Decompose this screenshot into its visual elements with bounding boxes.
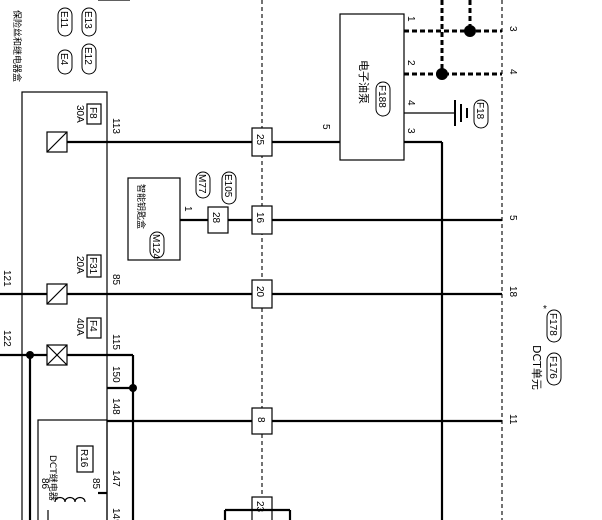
dct-relay-pin-86: 86 xyxy=(39,478,50,490)
fuse-f4-id: F4 xyxy=(87,320,98,332)
dct-unit-connector-f178: F178 xyxy=(547,313,558,336)
smart-key-pin: 1 xyxy=(182,206,193,212)
smart-key-connector-m77: M77 xyxy=(196,174,207,194)
dct-relay-box xyxy=(37,419,108,520)
fuse-f31-id: F31 xyxy=(87,257,98,275)
wire-150-label: 150 xyxy=(110,366,121,383)
fuse-box-connector-e4-pill xyxy=(57,49,73,75)
fuse-box-connector-e12-pill xyxy=(81,43,97,75)
smart-key-id-pill xyxy=(149,231,165,259)
wire-122-label: 122 xyxy=(1,330,12,347)
joint-connector-23: 23 xyxy=(251,496,273,520)
fuse-box-connector-labels: E11 E13 E4 E12 xyxy=(57,7,97,75)
fuse-f31-rating: 20A xyxy=(74,256,85,274)
dct-relay-id-box xyxy=(76,445,94,473)
dct-relay-pin-85: 85 xyxy=(90,478,101,490)
oil-pump-id-pill xyxy=(375,81,391,117)
oil-pump-box xyxy=(339,13,405,161)
dct-relay-title: DCT继电器 xyxy=(47,455,59,501)
oil-pump-pin-4: 4 xyxy=(405,100,416,106)
fuse-box-title: 保险丝和继电器盒 xyxy=(11,10,23,82)
wire-115-label: 115 xyxy=(110,334,121,350)
dct-relay-coil xyxy=(54,496,86,503)
fuse-f4-rating: 40A xyxy=(74,318,85,336)
fuse-box-outline xyxy=(21,91,108,520)
fuse-f31-id-box xyxy=(86,254,102,278)
dct-unit-title: DCT单元 xyxy=(530,345,543,390)
fuse-f8-id-box xyxy=(86,103,102,125)
smart-key-connector-e105-pill xyxy=(221,171,237,205)
fuse-box-connector-e11: E11 xyxy=(58,11,69,28)
fuse-box-connector-e13: E13 xyxy=(82,11,93,29)
dct-unit-connector-f178-pill xyxy=(546,309,562,343)
fuse-f31-slash xyxy=(46,283,68,305)
dct-unit-pin-4: 4 xyxy=(507,69,518,75)
oil-pump-pin-5: 5 xyxy=(320,124,331,130)
joint-connector-16: 16 xyxy=(251,205,273,235)
oil-pump-id: F188 xyxy=(376,85,387,108)
fuse-f4-cross-b xyxy=(46,344,68,366)
joint-connector-20: 20 xyxy=(251,279,273,309)
svg-text:8: 8 xyxy=(255,417,266,423)
smart-key-connector-m77-pill xyxy=(195,171,211,199)
bus-junction-1 xyxy=(464,25,476,37)
wire-147-label: 147 xyxy=(110,470,121,487)
svg-text:23: 23 xyxy=(254,501,265,513)
bus-junction-2 xyxy=(436,68,448,80)
wire-149-label: 149 xyxy=(110,508,121,520)
fuse-f8-slash xyxy=(46,131,68,153)
oil-pump-pin-3: 3 xyxy=(405,128,416,134)
ground-symbol xyxy=(454,100,468,126)
dct-unit-connector-f176: F176 xyxy=(547,356,558,379)
wire-85-label: 85 xyxy=(110,274,121,286)
dct-unit-pin-3: 3 xyxy=(507,26,518,32)
svg-text:20: 20 xyxy=(254,286,265,298)
wire-121-label: 121 xyxy=(1,270,12,287)
dct-unit-pin-11: 11 xyxy=(507,414,518,425)
dct-unit-pin-18: 18 xyxy=(507,286,518,298)
oil-pump-pin-1: 1 xyxy=(405,16,416,22)
dct-unit-mark: * xyxy=(543,304,547,315)
ground-id-pill xyxy=(473,99,489,129)
fuse-box-connector-e4: E4 xyxy=(58,53,69,66)
svg-text:16: 16 xyxy=(254,212,265,224)
svg-text:28: 28 xyxy=(210,212,221,224)
joint-connector-25: 25 xyxy=(251,127,273,157)
fuse-box-connector-e13-pill xyxy=(81,7,97,37)
fuse-f8-rating: 30A xyxy=(74,105,85,123)
fuse-f8-id: F8 xyxy=(87,107,98,119)
joint-connector-8: 8 xyxy=(251,407,273,435)
svg-text:25: 25 xyxy=(254,134,265,146)
dct-unit-connector-f176-pill xyxy=(546,352,562,386)
dct-unit-pin-5: 5 xyxy=(507,215,518,221)
fuse-box-connector-e12: E12 xyxy=(82,47,93,65)
smart-key-terminal-28: 28 xyxy=(207,206,229,234)
wire-113-label: 113 xyxy=(110,118,121,134)
fuse-box-connector-e11-pill xyxy=(57,7,73,37)
oil-pump-pin-2: 2 xyxy=(405,60,416,66)
smart-key-title: 智能钥匙盒 xyxy=(135,184,147,229)
smart-key-id: M124 xyxy=(150,234,161,259)
wire-148-label: 148 xyxy=(110,398,121,415)
fuse-f4-id-box xyxy=(86,317,102,339)
smart-key-connector-e105: E105 xyxy=(222,174,233,198)
oil-pump-title: 电子油泵 xyxy=(357,60,371,104)
ground-id: F18 xyxy=(474,102,485,120)
dct-relay-id: R16 xyxy=(78,449,89,468)
